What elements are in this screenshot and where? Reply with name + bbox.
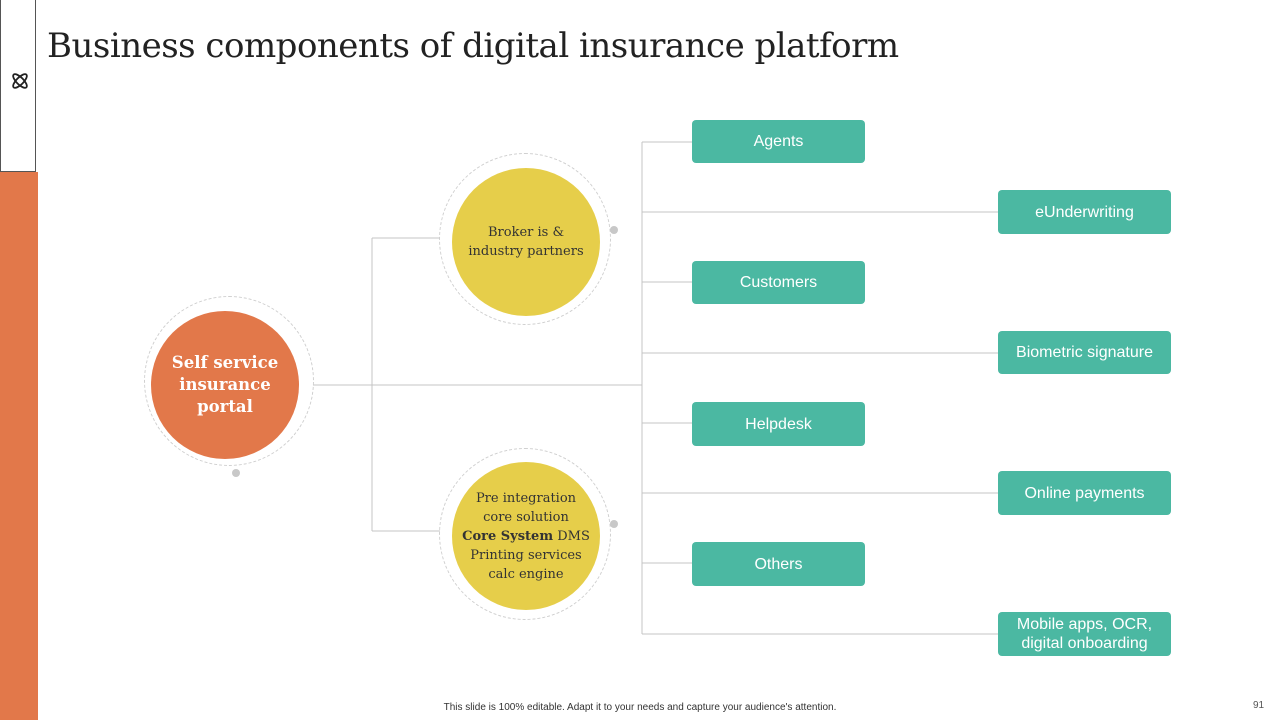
branch-ring-2	[439, 448, 611, 620]
component-agents: Agents	[692, 120, 865, 163]
component-mobile-apps: Mobile apps, OCR, digital onboarding	[998, 612, 1171, 656]
root-ring	[144, 296, 314, 466]
branch-2-line-1: Pre integration	[475, 490, 577, 506]
component-eunderwriting: eUnderwriting	[998, 190, 1171, 234]
dms-text: DMS	[553, 528, 590, 544]
branch-1-line-2: industry partners	[468, 244, 584, 259]
component-others: Others	[692, 542, 865, 586]
footer-note: This slide is 100% editable. Adapt it to…	[443, 702, 837, 713]
component-online-payments: Online payments	[998, 471, 1171, 515]
accent-bar	[0, 172, 38, 720]
atom-icon	[12, 73, 28, 89]
page-number: 91	[1253, 700, 1265, 711]
component-helpdesk: Helpdesk	[692, 402, 865, 446]
component-customers: Customers	[692, 261, 865, 304]
branch-1-dot	[610, 226, 618, 234]
branch-node-partners: Broker is & industry partners	[452, 168, 600, 316]
branch-2-line-5: calc engine	[488, 566, 564, 582]
branch-2-line-3: Core System DMS	[462, 527, 590, 546]
branch-ring-1	[439, 153, 611, 325]
core-system-bold: Core System	[462, 528, 554, 544]
root-dot	[232, 469, 240, 477]
root-line-3: portal	[197, 397, 253, 416]
sidebar-panel	[0, 0, 36, 172]
root-line-1: Self service	[171, 353, 279, 372]
branch-2-dot	[610, 520, 618, 528]
branch-node-core: Pre integration core solution Core Syste…	[452, 462, 600, 610]
root-node: Self service insurance portal	[151, 311, 299, 459]
branch-2-line-2: core solution	[483, 509, 569, 525]
branch-1-line-1: Broker is &	[487, 225, 565, 240]
component-biometric-signature: Biometric signature	[998, 331, 1171, 374]
branch-2-line-4: Printing services	[470, 547, 582, 563]
root-line-2: insurance	[179, 375, 271, 394]
page-title: Business components of digital insurance…	[47, 26, 899, 66]
